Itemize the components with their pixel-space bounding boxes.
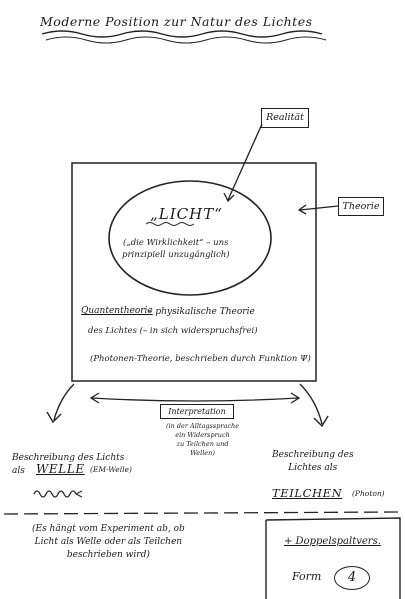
arrowhead-realitaet [223,192,235,203]
arrow-realitaet [227,123,263,201]
alltag-note: (in der Alltagssprache ein Widerspruch z… [166,422,239,458]
arrow-double [91,397,299,402]
licht-underline [145,222,195,226]
arrowhead-right [313,415,329,428]
wirklichkeit-note: („die Wirklichkeit“ – uns prinzipiell un… [122,237,230,261]
wirklichkeit-line2: prinzipiell unzugänglich) [122,250,230,260]
des-lichtes-label: des Lichtes (– in sich widerspruchsfrei) [88,326,258,336]
form-label: Form [292,570,322,583]
separator-line [3,511,399,515]
beschreibung-welle: Beschreibung des Lichts als [12,452,124,478]
theorie-box: Theorie [338,197,384,216]
arrowhead-theorie [297,204,307,215]
quantentheorie-label: Quantentheorie [81,306,153,316]
theorie-label: Theorie [342,201,380,212]
beschreibung-teilchen-line2: Lichtes als [288,463,338,473]
alltag-line1: (in der Alltagssprache [166,422,240,430]
interpretation-box: Interpretation [160,404,234,419]
realitaet-label: Realität [266,112,304,123]
photonen-label: (Photonen-Theorie, beschrieben durch Fun… [90,354,311,364]
experiment-line2: Licht als Welle oder als Teilchen [34,537,183,547]
experiment-line3: beschrieben wird) [66,550,150,560]
arrowhead-left [46,411,62,424]
experiment-line1: (Es hängt vom Experiment ab, ob [32,524,185,534]
alltag-line2: ein Widerspruch [175,431,230,439]
arrowhead-double-r [290,392,301,404]
wave-drawing [33,490,77,498]
teilchen-label: TEILCHEN [272,486,343,500]
arrow-left [53,383,75,421]
beschreibung-welle-line1: Beschreibung des Lichts [12,453,125,463]
doppelspalt-label: + Doppelspaltvers. [284,536,381,547]
welle-label: WELLE [36,462,85,476]
page-title: Moderne Position zur Natur des Lichtes [40,14,313,29]
licht-label: „LICHT“ [150,205,223,223]
physikalische-theorie-label: – physikalische Theorie [148,307,255,317]
interpretation-label: Interpretation [168,407,226,416]
title-underline-2 [45,36,327,44]
theory-frame [71,162,317,382]
experiment-note: (Es hängt vom Experiment ab, ob Licht al… [32,523,185,562]
arrow-theorie [299,205,339,211]
arrow-right [299,383,323,425]
doppelspalt-box [265,517,401,599]
alltag-line3: zu Teilchen und [176,440,229,448]
form-number: 4 [334,566,370,590]
alltag-line4: Wellen) [190,449,215,457]
realitaet-box: Realität [261,108,309,128]
wave-arrow [75,490,83,498]
photon-label: (Photon) [352,489,385,498]
wirklichkeit-line1: („die Wirklichkeit“ – uns [123,238,229,248]
beschreibung-teilchen-line1: Beschreibung des [272,450,354,460]
beschreibung-teilchen: Beschreibung des Lichtes als [272,449,354,475]
em-welle-label: (EM-Welle) [90,465,132,474]
arrowhead-double-l [89,392,100,404]
beschreibung-welle-als: als [12,466,25,476]
reality-ellipse [108,180,272,296]
title-underline [41,30,323,38]
